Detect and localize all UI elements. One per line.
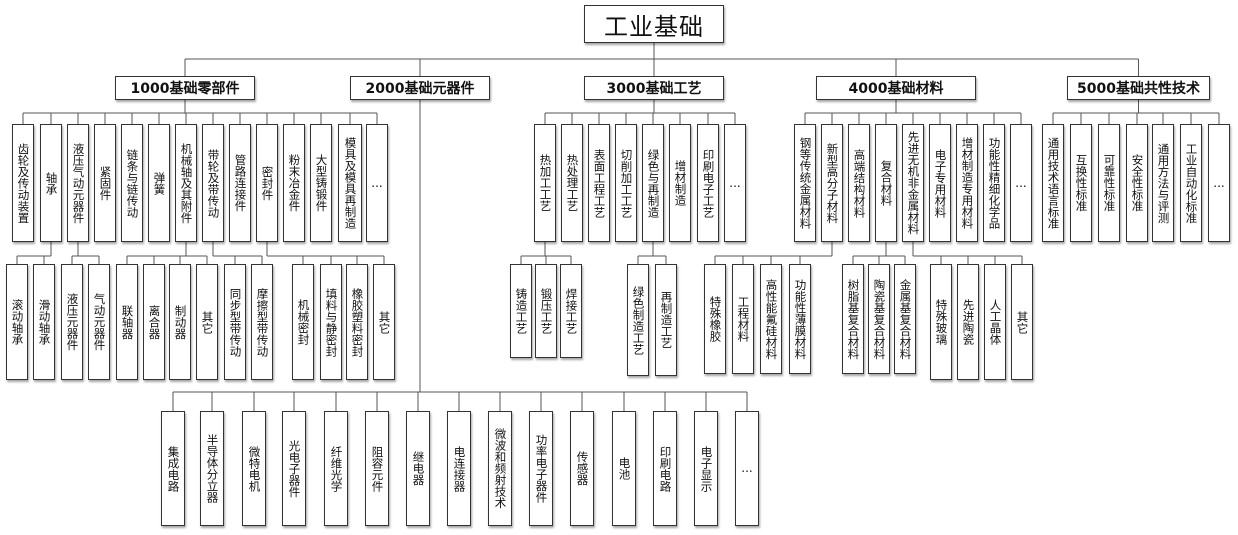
item-box: 电池 — [612, 411, 636, 526]
category-header-2: 2000基础元器件 — [350, 76, 490, 100]
item-box: 管路连接件 — [229, 124, 251, 242]
item-box: 电子显示 — [694, 411, 718, 526]
item-box: ... — [1208, 124, 1230, 242]
item-box: 热加工工艺 — [534, 124, 556, 242]
item-box: 增材制造 — [669, 124, 691, 242]
sub-item-box: 摩擦型带传动 — [251, 264, 273, 380]
item-box: 高端结构材料 — [848, 124, 870, 242]
sub-item-box: 特殊橡胶 — [704, 264, 726, 374]
sub-item-box: 其它 — [373, 264, 395, 380]
item-box: 复合材料 — [875, 124, 897, 242]
item-box: ... — [724, 124, 746, 242]
sub-item-box: 树脂基复合材料 — [842, 264, 864, 374]
sub-item-box: 再制造工艺 — [655, 264, 677, 376]
sub-item-box: 离合器 — [143, 264, 165, 380]
item-box: 功率电子器件 — [529, 411, 553, 526]
sub-item-box: 橡胶塑料密封 — [346, 264, 368, 380]
sub-item-box: 滑动轴承 — [33, 264, 55, 380]
item-box: 弹簧 — [148, 124, 170, 242]
item-box: ... — [1010, 124, 1032, 242]
category-header-1: 1000基础零部件 — [115, 76, 255, 100]
category-header-4: 4000基础材料 — [816, 76, 976, 100]
item-box: 模具及模具再制造 — [338, 124, 362, 242]
item-box: 微波和频射技术 — [488, 411, 512, 526]
item-box: 传感器 — [570, 411, 594, 526]
item-box: 轴承 — [40, 124, 62, 242]
item-box: 热处理工艺 — [561, 124, 583, 242]
sub-item-box: 其它 — [196, 264, 218, 380]
item-box: 切削加工工艺 — [615, 124, 637, 242]
sub-item-box: 滚动轴承 — [6, 264, 28, 380]
sub-item-box: 人工晶体 — [984, 264, 1006, 380]
sub-item-box: 机械密封 — [292, 264, 314, 380]
item-box: 可靠性标准 — [1098, 124, 1120, 242]
item-box: 阻容元件 — [365, 411, 389, 526]
item-box: 齿轮及传动装置 — [12, 124, 34, 242]
item-box: 粉末冶金件 — [283, 124, 305, 242]
item-box: ... — [366, 124, 388, 242]
item-box: 紧固件 — [94, 124, 116, 242]
sub-item-box: 功能性薄膜材料 — [789, 264, 811, 374]
sub-item-box: 工程材料 — [732, 264, 754, 374]
item-box: 微特电机 — [242, 411, 266, 526]
sub-item-box: 铸造工艺 — [510, 264, 532, 358]
item-box: 绿色与再制造 — [642, 124, 664, 242]
item-box: 大型铸锻件 — [310, 124, 332, 242]
item-box: 互换性标准 — [1070, 124, 1092, 242]
item-box: 光电子器件 — [282, 411, 306, 526]
sub-item-box: 金属基复合材料 — [894, 264, 916, 374]
sub-item-box: 高性能氟硅材料 — [760, 264, 782, 374]
item-box: 半导体分立器 — [200, 411, 224, 526]
sub-item-box: 绿色制造工艺 — [627, 264, 649, 376]
item-box: 钢等传统金属材料 — [794, 124, 816, 242]
sub-item-box: 液压元器件 — [61, 264, 83, 380]
root-title: 工业基础 — [584, 5, 724, 43]
item-box: 工业自动化标准 — [1180, 124, 1202, 242]
item-box: 电连接器 — [447, 411, 471, 526]
item-box: 增材制造专用材料 — [956, 124, 978, 242]
item-box: 集成电路 — [161, 411, 185, 526]
item-box: 通用方法与评测 — [1152, 124, 1174, 242]
sub-item-box: 填料与静密封 — [320, 264, 342, 380]
sub-item-box: 联轴器 — [116, 264, 138, 380]
sub-item-box: 制动器 — [169, 264, 191, 380]
item-box: 印刷电路 — [653, 411, 677, 526]
item-box: 功能性精细化学品 — [983, 124, 1005, 242]
category-header-3: 3000基础工艺 — [584, 76, 724, 100]
item-box: 先进无机非金属材料 — [902, 124, 924, 242]
sub-item-box: 同步型带传动 — [224, 264, 246, 380]
sub-item-box: 锻压工艺 — [535, 264, 557, 358]
item-box: 纤维光学 — [324, 411, 348, 526]
sub-item-box: 先进陶瓷 — [957, 264, 979, 380]
item-box: 机械轴及其附件 — [175, 124, 197, 242]
item-box: 链条与链传动 — [121, 124, 143, 242]
category-header-5: 5000基础共性技术 — [1067, 76, 1210, 100]
item-box: 表面工程工艺 — [588, 124, 610, 242]
item-box: 安全性标准 — [1126, 124, 1148, 242]
item-box: 带轮及带传动 — [202, 124, 224, 242]
sub-item-box: 焊接工艺 — [560, 264, 582, 358]
sub-item-box: 气动元器件 — [88, 264, 110, 380]
item-box: 液压气动元器件 — [67, 124, 89, 242]
sub-item-box: 其它 — [1011, 264, 1033, 380]
item-box: 通用技术语言标准 — [1042, 124, 1064, 242]
sub-item-box: 陶瓷基复合材料 — [868, 264, 890, 374]
item-box: 继电器 — [406, 411, 430, 526]
item-box: 新型高分子材料 — [821, 124, 843, 242]
item-box: 电子专用材料 — [929, 124, 951, 242]
item-box: 密封件 — [256, 124, 278, 242]
item-box: ... — [735, 411, 759, 526]
sub-item-box: 特殊玻璃 — [930, 264, 952, 380]
item-box: 印刷电子工艺 — [697, 124, 719, 242]
